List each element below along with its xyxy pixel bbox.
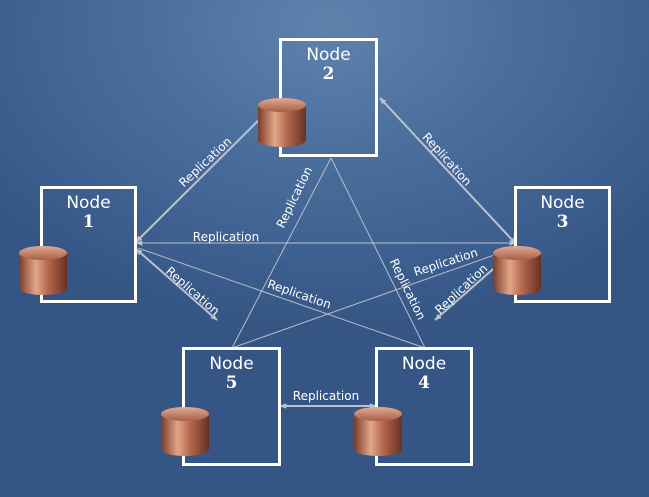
database-icon bbox=[493, 246, 541, 295]
database-icon bbox=[161, 407, 209, 456]
node-1: Node 1 bbox=[19, 186, 137, 303]
node-number: 2 bbox=[322, 64, 335, 84]
database-icon bbox=[354, 407, 402, 456]
node-3: Node 3 bbox=[493, 186, 611, 303]
edge-label-1-4: Replication bbox=[266, 277, 333, 312]
edge-2-3 bbox=[379, 97, 517, 245]
node-label: Node bbox=[209, 354, 254, 374]
node-label: Node bbox=[66, 193, 111, 213]
node-number: 3 bbox=[556, 212, 569, 232]
edge-label-1-5: Replication bbox=[163, 264, 222, 318]
node-label: Node bbox=[401, 354, 447, 374]
database-icon bbox=[19, 246, 67, 295]
node-4: Node 4 bbox=[354, 347, 473, 466]
edge-1-5 bbox=[135, 248, 218, 321]
edge-2-5 bbox=[231, 157, 332, 349]
node-number: 5 bbox=[225, 373, 238, 393]
node-label: Node bbox=[540, 193, 585, 213]
edge-1-2 bbox=[135, 99, 280, 243]
node-number: 4 bbox=[418, 373, 430, 393]
edge-label-1-3: Replication bbox=[193, 230, 259, 244]
edge-label-2-3: Replication bbox=[420, 130, 475, 189]
edge-1-4 bbox=[137, 247, 426, 349]
node-5: Node 5 bbox=[161, 347, 281, 466]
edge-label-5-4: Replication bbox=[293, 389, 359, 403]
node-2: Node 2 bbox=[258, 38, 378, 157]
edge-label-1-2: Replication bbox=[176, 134, 234, 190]
node-label: Node bbox=[306, 45, 351, 65]
edge-5-3 bbox=[231, 247, 515, 349]
edge-label-2-5: Replication bbox=[274, 164, 316, 230]
edge-2-4 bbox=[330, 157, 426, 349]
node-number: 1 bbox=[82, 212, 95, 232]
database-icon bbox=[258, 98, 306, 147]
